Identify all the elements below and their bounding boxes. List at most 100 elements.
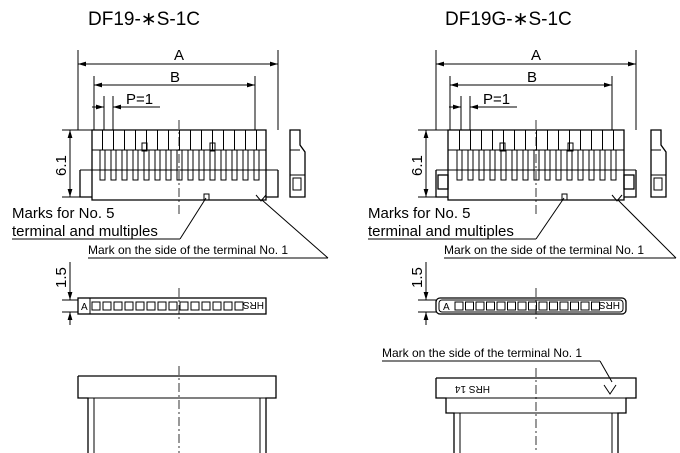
strip-slot: [157, 301, 167, 311]
right-dim-a: A: [435, 47, 637, 130]
strip-slot: [559, 301, 569, 311]
right-note-marks-line2: terminal and multiples: [368, 223, 514, 240]
right-bottom-note: Mark on the side of the terminal No. 1: [382, 346, 582, 360]
contact-finger: [176, 149, 183, 181]
contact-finger: [467, 149, 474, 181]
right-view: DF19G-∗S-1C A B P=1 6.1: [368, 9, 677, 453]
contact-finger: [566, 149, 573, 181]
left-dim-height-label: 6.1: [53, 155, 70, 176]
strip-slot: [146, 301, 156, 311]
strip-slot: [124, 301, 134, 311]
contact-finger: [500, 149, 507, 181]
strip-slot: [234, 301, 244, 311]
right-dim-b: B: [449, 69, 613, 130]
right-dim-b-label: B: [527, 69, 537, 86]
contact-finger: [577, 149, 584, 181]
contact-finger: [165, 149, 172, 181]
left-dim-b-label: B: [170, 69, 180, 86]
right-strip-end-mark: HRS: [599, 299, 620, 310]
strip-slot: [135, 301, 145, 311]
strip-slot: [580, 301, 590, 311]
strip-slot: [201, 301, 211, 311]
right-side-view: [650, 129, 667, 198]
contact-finger: [99, 149, 106, 181]
right-strip-a-mark: A: [443, 302, 450, 313]
left-lower-view: [77, 366, 277, 453]
left-note-side: Mark on the side of the terminal No. 1: [88, 243, 288, 257]
right-strip-view: A HRS: [435, 288, 627, 322]
left-strip-end-mark: HRS: [243, 299, 264, 310]
left-side-view: [289, 129, 306, 198]
left-dim-a: A: [77, 47, 279, 130]
left-dim-a-label: A: [174, 47, 184, 64]
contact-finger: [220, 149, 227, 181]
contact-finger: [511, 149, 518, 181]
strip-slot: [465, 301, 474, 311]
contact-finger: [209, 149, 216, 181]
contact-finger: [489, 149, 496, 181]
strip-slot: [591, 301, 600, 311]
left-view: DF19-∗S-1C A B P=1 6.1: [12, 9, 329, 453]
contact-finger: [522, 149, 529, 181]
strip-slot: [179, 301, 189, 311]
right-dim-pitch: P=1: [449, 91, 517, 130]
contact-finger: [110, 149, 117, 181]
left-dim-thickness-label: 1.5: [53, 267, 70, 288]
left-dim-height: 6.1: [53, 129, 92, 198]
left-strip-view: A HRS: [77, 288, 267, 322]
contact-finger: [610, 149, 617, 181]
right-title: DF19G-∗S-1C: [445, 9, 572, 30]
right-dim-thickness-label: 1.5: [409, 267, 426, 288]
contact-finger: [544, 149, 551, 181]
right-bottom-mark: HRS 14: [455, 383, 490, 394]
left-note-marks-line2: terminal and multiples: [12, 223, 158, 240]
contact-finger: [478, 149, 485, 181]
left-dim-thickness: 1.5: [53, 262, 78, 325]
contact-finger: [121, 149, 128, 181]
strip-slot: [496, 301, 506, 311]
left-dim-pitch-label: P=1: [126, 91, 153, 108]
strip-slot: [113, 301, 123, 311]
right-dim-pitch-label: P=1: [483, 91, 510, 108]
strip-slot: [190, 301, 200, 311]
left-note-marks-line1: Marks for No. 5: [12, 205, 115, 222]
strip-slot: [91, 301, 101, 311]
right-note-side: Mark on the side of the terminal No. 1: [444, 243, 644, 257]
contact-finger: [154, 149, 161, 181]
right-dim-thickness: 1.5: [409, 262, 436, 325]
contact-finger: [533, 149, 540, 181]
contact-finger: [198, 149, 205, 181]
left-connector-front: [79, 120, 279, 215]
left-dim-pitch: P=1: [92, 91, 160, 130]
contact-finger: [456, 149, 463, 181]
strip-slot: [528, 301, 537, 311]
strip-slot: [507, 301, 516, 311]
right-dim-a-label: A: [531, 47, 541, 64]
right-lower-view: HRS 14: [435, 368, 637, 453]
strip-slot: [475, 301, 485, 311]
strip-slot: [538, 301, 548, 311]
contact-finger: [555, 149, 562, 181]
strip-slot: [454, 301, 464, 311]
contact-finger: [253, 149, 260, 181]
right-dim-height: 6.1: [409, 129, 448, 198]
strip-slot: [102, 301, 112, 311]
left-dim-b: B: [93, 69, 256, 130]
strip-slot: [223, 301, 233, 311]
contact-finger: [143, 149, 150, 181]
contact-finger: [588, 149, 595, 181]
contact-finger: [242, 149, 249, 181]
strip-slot: [168, 301, 178, 311]
strip-slot: [486, 301, 495, 311]
strip-slot: [549, 301, 558, 311]
contact-finger: [599, 149, 606, 181]
left-title: DF19-∗S-1C: [88, 9, 200, 30]
strip-slot: [570, 301, 579, 311]
right-connector-front: [435, 120, 637, 215]
contact-finger: [231, 149, 238, 181]
contact-finger: [187, 149, 194, 181]
strip-slot: [212, 301, 222, 311]
left-strip-a-mark: A: [81, 302, 88, 313]
strip-slot: [517, 301, 527, 311]
